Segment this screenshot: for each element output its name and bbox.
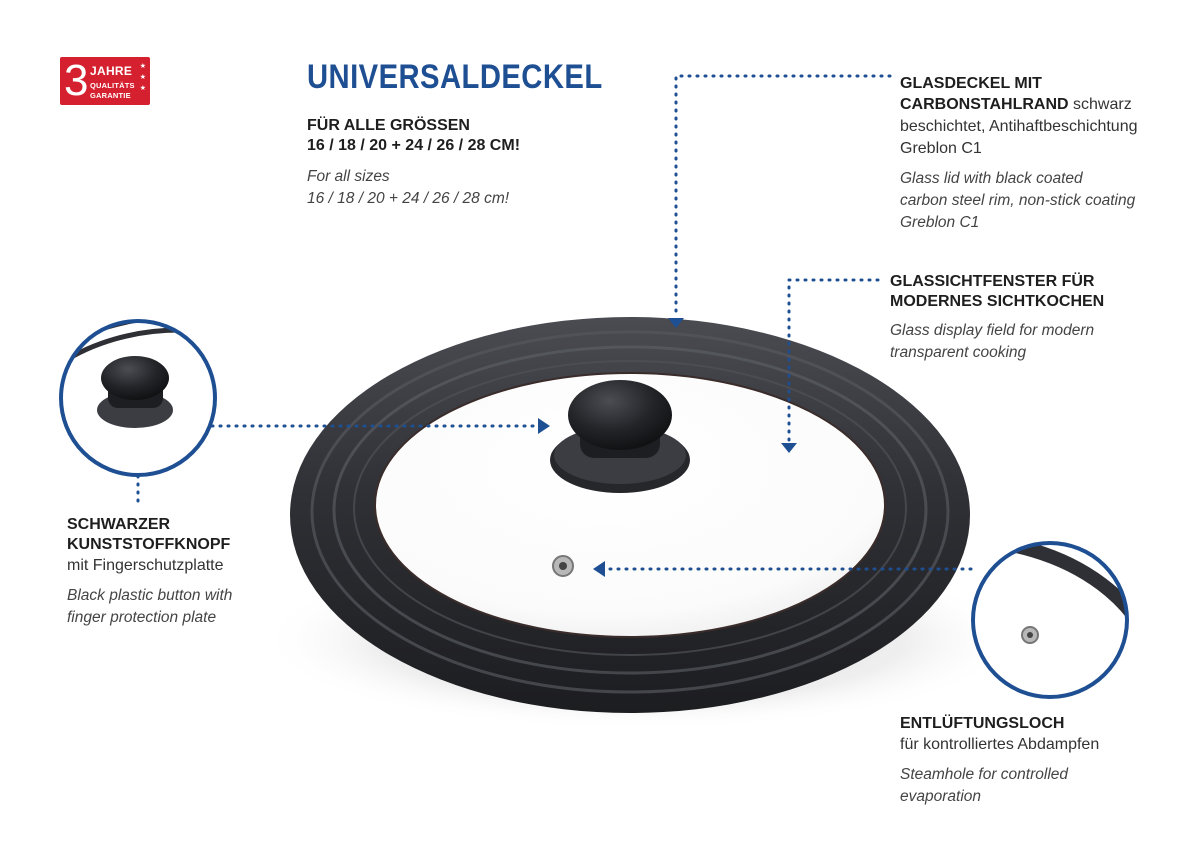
- knob-block: SCHWARZER KUNSTSTOFFKNOPF mit Fingerschu…: [67, 515, 232, 629]
- glass-lid-en-2: carbon steel rim, non-stick coating: [900, 192, 1136, 209]
- sizes-en-1: For all sizes: [307, 168, 390, 185]
- sizes-heading-1: FÜR ALLE GRÖSSEN: [307, 117, 470, 134]
- vent-hole: [552, 555, 574, 577]
- guarantee-badge: 3 JAHRE QUALITÄTS GARANTIE ★★★: [60, 57, 150, 105]
- window-heading-1: GLASSICHTFENSTER FÜR: [890, 273, 1095, 290]
- vent-detail-circle: [971, 541, 1129, 699]
- window-en-1: Glass display field for modern: [890, 322, 1095, 339]
- badge-line2: QUALITÄTS: [90, 81, 135, 90]
- vent-en-2: evaporation: [900, 788, 982, 805]
- glass-lid-en-3: Greblon C1: [900, 214, 980, 231]
- knob-en-1: Black plastic button with: [67, 587, 233, 604]
- badge-number: 3: [64, 56, 89, 105]
- sizes-heading-2: 16 / 18 / 20 + 24 / 26 / 28 CM!: [307, 137, 521, 154]
- badge-stars: ★★★: [139, 63, 146, 92]
- vent-en-1: Steamhole for controlled: [900, 766, 1069, 783]
- glass-lid-de-3: beschichtet, Antihaftbeschichtung: [900, 118, 1138, 135]
- knob-de: mit Fingerschutzplatte: [67, 557, 224, 574]
- badge-line1: JAHRE: [90, 64, 133, 78]
- window-heading-2: MODERNES SICHTKOCHEN: [890, 293, 1105, 310]
- vent-heading: ENTLÜFTUNGSLOCH: [900, 715, 1065, 732]
- knob-en-2: finger protection plate: [67, 609, 217, 626]
- vent-de: für kontrolliertes Abdampfen: [900, 736, 1100, 753]
- glass-lid-en-1: Glass lid with black coated: [900, 170, 1083, 187]
- lid-knob: [550, 380, 690, 493]
- vent-block: ENTLÜFTUNGSLOCH für kontrolliertes Abdam…: [900, 714, 1099, 808]
- glass-lid-heading-1: GLASDECKEL MIT: [900, 75, 1042, 92]
- sizes-block: FÜR ALLE GRÖSSEN 16 / 18 / 20 + 24 / 26 …: [307, 116, 520, 210]
- glass-lid-block: GLASDECKEL MIT CARBONSTAHLRAND schwarz b…: [900, 74, 1138, 234]
- leader-arrows: [538, 318, 797, 577]
- glass-lid-de-4: Greblon C1: [900, 140, 982, 157]
- glass-lid-heading-2-rest: schwarz: [1068, 96, 1132, 113]
- knob-heading-1: SCHWARZER: [67, 516, 171, 533]
- glass-lid-heading-2: CARBONSTAHLRAND: [900, 96, 1069, 113]
- page-title: UNIVERSALDECKEL: [307, 58, 603, 96]
- glass-window: [374, 372, 886, 638]
- window-en-2: transparent cooking: [890, 344, 1027, 361]
- knob-heading-2: KUNSTSTOFFKNOPF: [67, 536, 231, 553]
- sizes-en-2: 16 / 18 / 20 + 24 / 26 / 28 cm!: [307, 190, 510, 207]
- badge-line3: GARANTIE: [90, 91, 131, 100]
- leader-lines: [136, 74, 977, 571]
- window-block: GLASSICHTFENSTER FÜR MODERNES SICHTKOCHE…: [890, 272, 1104, 364]
